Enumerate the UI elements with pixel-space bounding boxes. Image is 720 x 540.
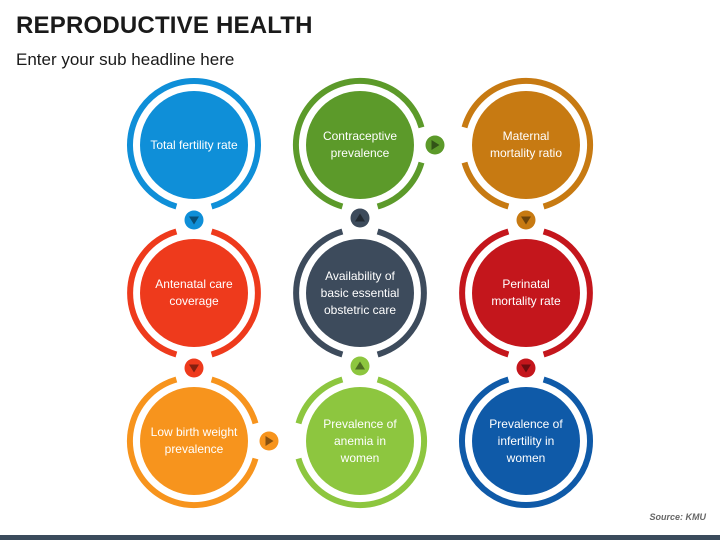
node-ring-arc: [461, 78, 593, 210]
node-label-contraceptive-prevalence: Contraceptive prevalence: [322, 129, 398, 160]
down-arrow-icon: [189, 364, 199, 373]
connector-dot: [259, 431, 279, 451]
down-arrow-icon: [521, 364, 531, 373]
node-disc: [306, 91, 414, 199]
node-label-availability-of-basic-essential-obstetric-care: Availability of basic essential obstetri…: [320, 268, 400, 317]
page-subtitle: Enter your sub headline here: [16, 50, 235, 69]
connector-dot: [350, 208, 370, 228]
node-perinatal-mortality-rate: [459, 228, 593, 380]
node-ring-arc: [210, 376, 259, 425]
node-total-fertility-rate: [127, 78, 261, 232]
node-disc: [140, 239, 248, 347]
node-label-perinatal-mortality-rate: Perinatal mortality rate: [491, 277, 561, 308]
node-label-prevalence-of-infertility-in-women: Prevalence of infertility in women: [489, 416, 563, 465]
node-disc: [306, 387, 414, 495]
down-arrow-icon: [189, 216, 199, 225]
right-arrow-icon: [265, 436, 274, 446]
node-ring-arc: [127, 78, 261, 210]
connector-dot: [184, 358, 204, 378]
node-ring-arc: [293, 228, 344, 358]
connector-dot: [184, 210, 204, 230]
node-label-antenatal-care-coverage: Antenatal care coverage: [155, 277, 233, 308]
node-disc: [306, 239, 414, 347]
node-ring-arc: [295, 376, 427, 508]
node-ring-arc: [376, 228, 427, 358]
node-antenatal-care-coverage: [127, 228, 261, 380]
node-label-low-birth-weight-prevalence: Low birth weight prevalence: [150, 425, 238, 456]
connector-dot: [516, 358, 536, 378]
node-ring-arc: [295, 376, 344, 425]
node-ring-arc: [127, 228, 178, 358]
node-maternal-mortality-ratio: [461, 78, 593, 232]
node-ring-arc: [542, 228, 593, 358]
node-disc: [140, 91, 248, 199]
node-ring-arc: [210, 228, 261, 358]
page-title: REPRODUCTIVE HEALTH: [16, 12, 313, 39]
node-ring-arc: [376, 161, 425, 210]
node-label-total-fertility-rate: Total fertility rate: [150, 137, 238, 152]
node-low-birth-weight-prevalence: [127, 376, 281, 508]
node-ring-arc: [293, 78, 425, 210]
node-label-prevalence-of-anemia-in-women: Prevalence of anemia in women: [323, 416, 397, 465]
node-contraceptive-prevalence: [293, 78, 447, 210]
right-arrow-icon: [431, 140, 440, 150]
node-prevalence-of-infertility-in-women: [459, 376, 593, 508]
node-ring-arc: [459, 376, 593, 508]
node-label-maternal-mortality-ratio: Maternal mortality ratio: [489, 129, 563, 160]
connector-dot: [516, 210, 536, 230]
source-note: Source: KMU: [649, 512, 706, 522]
node-disc: [472, 387, 580, 495]
node-ring-arc: [127, 376, 259, 508]
node-disc: [140, 387, 248, 495]
node-ring-arc: [461, 161, 510, 210]
down-arrow-icon: [521, 216, 531, 225]
node-prevalence-of-anemia-in-women: [295, 354, 427, 508]
connector-dot: [425, 135, 445, 155]
up-arrow-icon: [355, 361, 365, 370]
node-availability-of-basic-essential-obstetric-care: [293, 206, 427, 358]
node-disc: [472, 91, 580, 199]
node-ring-arc: [459, 228, 510, 358]
connector-dot: [350, 356, 370, 376]
node-disc: [472, 239, 580, 347]
bottom-bar: [0, 535, 720, 540]
up-arrow-icon: [355, 213, 365, 222]
